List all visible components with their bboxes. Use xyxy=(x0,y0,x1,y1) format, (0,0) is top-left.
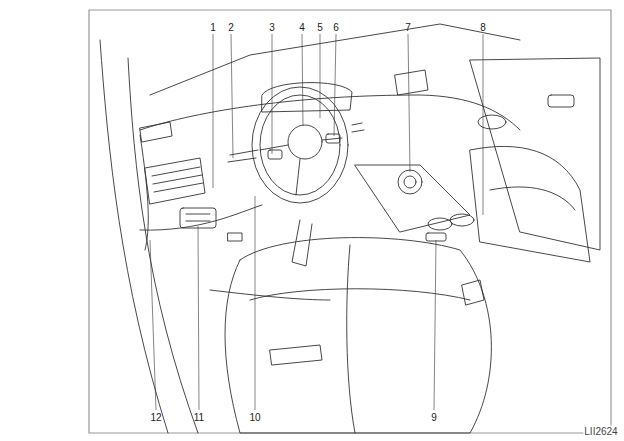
wheel-switch xyxy=(326,134,340,143)
leader-line xyxy=(213,34,214,188)
callout-number: 1 xyxy=(210,22,216,33)
air-vent xyxy=(140,122,172,142)
dashboard-side xyxy=(140,135,148,250)
switch-panel xyxy=(180,208,216,228)
leader-line xyxy=(408,34,410,172)
callout-number: 9 xyxy=(431,412,437,423)
door-handle xyxy=(478,115,506,129)
callout-number: 2 xyxy=(228,22,234,33)
air-vent xyxy=(145,158,205,204)
callout-number: 4 xyxy=(299,22,305,33)
cup-holder xyxy=(428,218,452,230)
console-switch xyxy=(426,233,446,241)
cup-holder xyxy=(450,214,474,226)
callout-number: 6 xyxy=(333,22,339,33)
steering-hub xyxy=(288,125,322,159)
window-switch xyxy=(548,95,574,107)
seat-seam xyxy=(490,187,575,210)
control-stalk xyxy=(228,150,258,162)
door-opening xyxy=(128,58,198,433)
leader-line xyxy=(255,196,256,410)
callout-number: 3 xyxy=(269,22,275,33)
center-console xyxy=(355,165,470,232)
figure-frame xyxy=(89,10,611,433)
figure-code: LII2624 xyxy=(583,426,618,437)
seat-lever xyxy=(270,345,322,365)
switch-panel xyxy=(186,214,210,221)
vent-slats xyxy=(152,167,203,192)
leader-line xyxy=(150,240,156,410)
leader-line xyxy=(320,34,321,118)
leader-line xyxy=(434,240,436,410)
callout-number: 8 xyxy=(480,22,486,33)
callout-number: 5 xyxy=(317,22,323,33)
leader-line xyxy=(272,34,273,154)
passenger-seat xyxy=(470,146,590,262)
door-panel xyxy=(470,58,600,250)
leader-line xyxy=(334,34,336,136)
leader-line xyxy=(231,34,233,158)
callout-number: 11 xyxy=(194,412,204,423)
shift-selector xyxy=(404,176,416,188)
seat-seam xyxy=(250,245,470,433)
wheel-switch xyxy=(268,150,282,159)
leader-line xyxy=(198,226,199,410)
hood-release xyxy=(228,233,242,241)
leader-line xyxy=(302,34,303,126)
control-stalk xyxy=(352,123,364,132)
callout-number: 12 xyxy=(150,412,161,423)
pedal xyxy=(292,220,312,266)
callout-number: 10 xyxy=(249,412,260,423)
air-vent xyxy=(395,70,428,95)
steering-wheel xyxy=(252,87,348,203)
shift-selector xyxy=(398,170,422,194)
callout-number: 7 xyxy=(405,22,411,33)
leader-line xyxy=(483,34,484,215)
seat-belt-buckle xyxy=(462,280,484,305)
door-opening xyxy=(100,40,168,433)
meter-hood xyxy=(262,83,352,112)
dashboard-lower xyxy=(140,205,262,230)
driver-seat xyxy=(225,238,491,433)
